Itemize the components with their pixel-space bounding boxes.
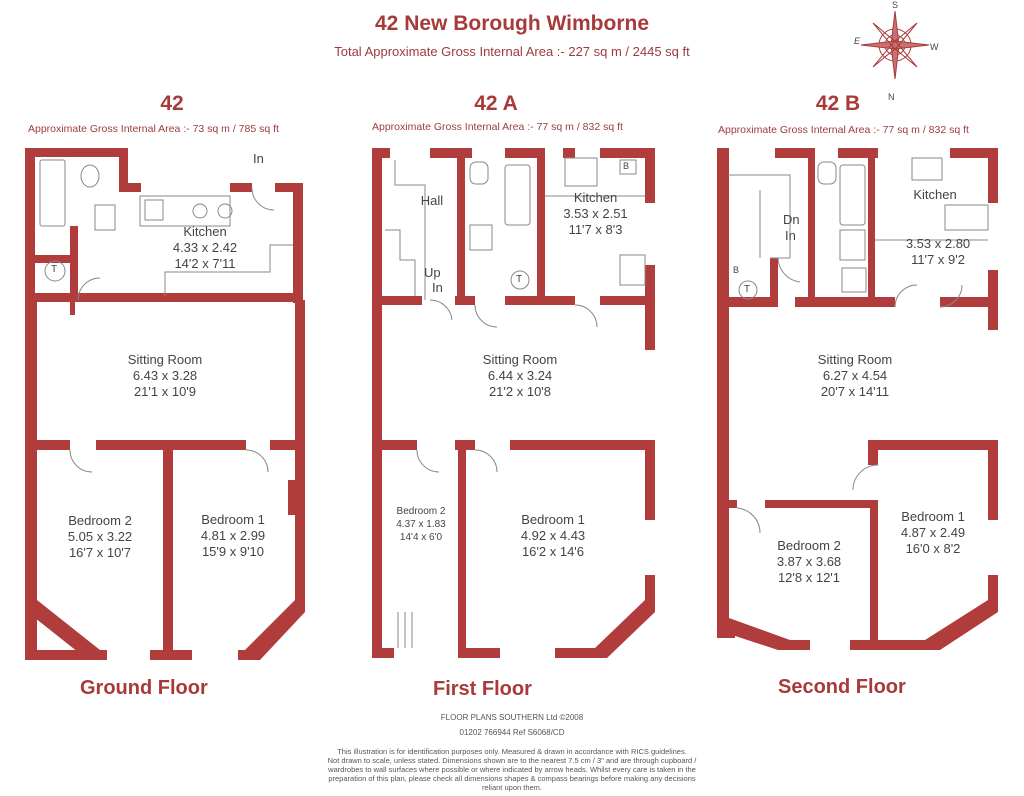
footer-company: FLOOR PLANS SOUTHERN Ltd ©2008 bbox=[440, 713, 584, 722]
ff-in-label: In bbox=[432, 280, 443, 295]
total-area-subtitle: Total Approximate Gross Internal Area :-… bbox=[334, 44, 690, 59]
first-floor-label: First Floor bbox=[433, 678, 532, 700]
second-floor-walls bbox=[717, 148, 998, 650]
footer-ref: 01202 766944 Ref S6068/CD bbox=[459, 728, 565, 737]
ff-up-label: Up bbox=[424, 265, 441, 280]
compass-s-label: S bbox=[892, 0, 899, 10]
unit-42a-title: 42 A bbox=[474, 92, 518, 115]
ff-t-label: T bbox=[516, 274, 523, 285]
unit-42-title: 42 bbox=[160, 92, 184, 115]
compass-w-label: W bbox=[930, 42, 939, 52]
page-title: 42 New Borough Wimborne bbox=[375, 12, 649, 35]
compass-n-label: N bbox=[888, 92, 895, 102]
compass-e-label: E bbox=[854, 36, 861, 46]
ff-b-label: B bbox=[623, 161, 630, 171]
sf-in-label: In bbox=[785, 228, 796, 243]
unit-42-area: Approximate Gross Internal Area :- 73 sq… bbox=[28, 123, 279, 135]
unit-42b-title: 42 B bbox=[815, 92, 861, 115]
ff-hall: Hall bbox=[420, 193, 444, 208]
gf-t-label: T bbox=[51, 264, 58, 275]
unit-42b-area: Approximate Gross Internal Area :- 77 sq… bbox=[718, 124, 969, 136]
gf-in-label: In bbox=[253, 151, 264, 166]
footer-disclaimer: This illustration is for identification … bbox=[327, 747, 697, 792]
sf-t-label: T bbox=[744, 284, 751, 295]
unit-42a-area: Approximate Gross Internal Area :- 77 sq… bbox=[372, 121, 623, 133]
ground-floor-walls bbox=[25, 148, 305, 660]
sf-kitchen-name: Kitchen bbox=[913, 187, 957, 202]
sf-b-label: B bbox=[733, 265, 740, 275]
second-floor-label: Second Floor bbox=[778, 676, 906, 698]
first-floor-walls bbox=[372, 148, 655, 658]
sf-dn-label: Dn bbox=[783, 212, 800, 227]
ground-floor-label: Ground Floor bbox=[80, 677, 208, 699]
